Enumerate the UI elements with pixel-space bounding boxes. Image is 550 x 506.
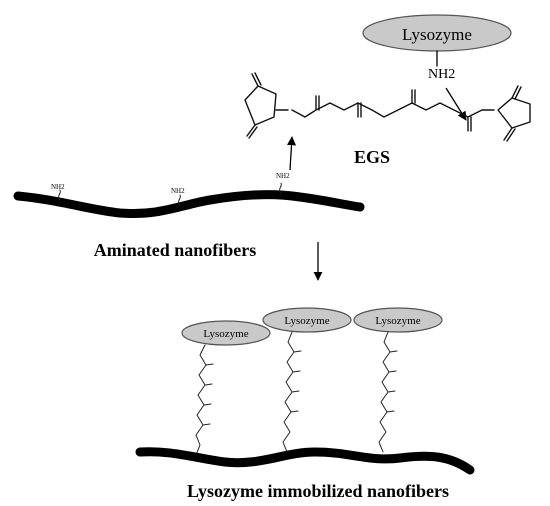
fiber-nh2-3: NH2 <box>276 172 290 180</box>
lysozyme-small-label-3: Lysozyme <box>375 315 420 327</box>
lysozyme-main-label: Lysozyme <box>402 25 472 44</box>
immobilized-nanofiber <box>135 447 475 475</box>
linker-chain-1 <box>195 344 207 456</box>
lysozyme-small-ellipse-3 <box>353 307 443 333</box>
fiber-amine-groups: NH2 NH2 NH2 <box>51 172 290 206</box>
aminated-nanofiber <box>13 190 365 218</box>
lysozyme-small-ellipse-1 <box>181 320 271 346</box>
egs-backbone <box>291 102 495 118</box>
lysozyme-small-label-1: Lysozyme <box>203 328 248 340</box>
egs-label: EGS <box>354 147 390 167</box>
fiber-nh2-1: NH2 <box>51 183 65 191</box>
lysozyme-small-label-2: Lysozyme <box>284 315 329 327</box>
linker-chains <box>195 331 398 456</box>
nh2-main-label: NH2 <box>428 67 455 82</box>
aminated-label: Aminated nanofibers <box>94 240 257 260</box>
nh2-main-group: NH2 <box>428 67 455 82</box>
fiber-nh2-2: NH2 <box>171 187 185 195</box>
arrow-nh2-to-egs <box>286 136 297 171</box>
right-succinimide-ring <box>497 97 531 129</box>
immobilized-label: Lysozyme immobilized nanofibers <box>187 481 449 501</box>
left-succinimide-ring <box>244 85 277 126</box>
egs-molecule <box>244 72 531 142</box>
lysozyme-small-ellipse-2 <box>262 307 352 333</box>
